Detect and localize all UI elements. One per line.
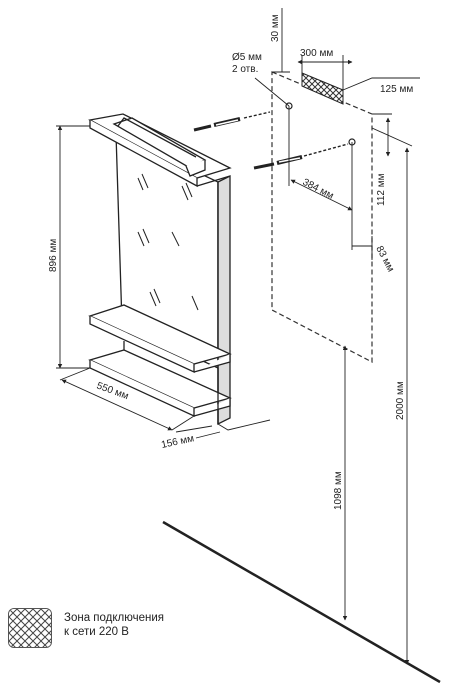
wall-mounting-outline	[271, 71, 373, 363]
dim-hole-count: 2 отв.	[232, 64, 258, 75]
legend-line-2: к сети 220 В	[64, 626, 129, 638]
floor-line	[162, 520, 441, 684]
legend: Зона подключения к сети 220 В	[8, 606, 208, 650]
dim-cabinet-height: 896 мм	[48, 239, 59, 272]
dim-hole-spacing: 384 мм	[301, 177, 336, 202]
dim-hole-vertical: 112 мм	[376, 173, 387, 206]
dim-top-gap: 30 мм	[270, 14, 281, 42]
screw-upper	[193, 111, 271, 132]
legend-label: Зона подключения к сети 220 В	[64, 611, 164, 639]
dim-cabinet-depth: 156 мм	[160, 433, 195, 451]
connection-zone-swatch	[8, 608, 52, 648]
dim-hole-diameter: Ø5 мм	[232, 52, 262, 63]
legend-line-1: Зона подключения	[64, 612, 164, 624]
mirror-cabinet	[88, 113, 232, 426]
dim-lower-offset: 83 мм	[373, 244, 396, 274]
screw-lower	[253, 143, 349, 170]
connection-zone	[301, 72, 344, 105]
dim-zone-width: 300 мм	[300, 48, 333, 59]
dim-floor-to-bottom: 1098 мм	[333, 471, 344, 510]
dim-side-offset: 125 мм	[380, 84, 413, 95]
dim-floor-to-top: 2000 мм	[395, 381, 406, 420]
dimension-lines	[56, 8, 420, 665]
